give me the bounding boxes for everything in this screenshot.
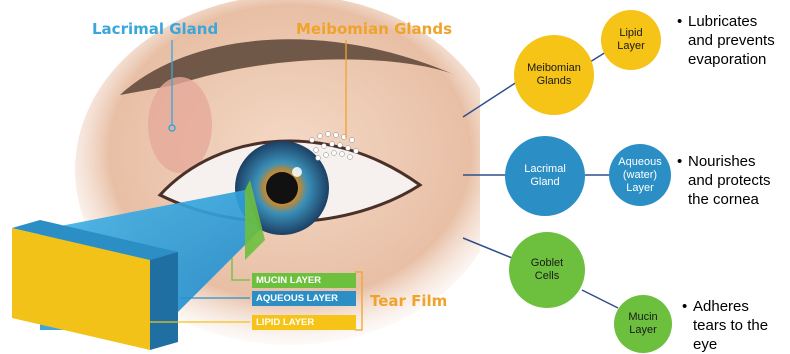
lacrimal-gland-text: Lacrimal Gland <box>524 163 566 189</box>
meibomian-glands-label: Meibomian Glands <box>296 20 452 38</box>
mucin-bullet: • Adheres tears to the eye <box>691 297 768 354</box>
lipid-bullet-text: Lubricates and prevents evaporation <box>686 12 775 69</box>
mucin-bullet-text: Adheres tears to the eye <box>691 297 768 354</box>
meibomian-glands-circle: Meibomian Glands <box>514 35 594 115</box>
tear-film-label: Tear Film <box>370 292 447 310</box>
aqueous-layer-text: Aqueous (water) Layer <box>618 156 661 195</box>
lacrimal-gland-label: Lacrimal Gland <box>92 20 218 38</box>
lipid-layer-circle: Lipid Layer <box>601 10 661 70</box>
mucin-layer-text: Mucin Layer <box>628 311 657 337</box>
aqueous-bullet-text: Nourishes and protects the cornea <box>686 152 771 209</box>
goblet-child-line <box>582 290 618 308</box>
goblet-cells-text: Goblet Cells <box>531 257 563 283</box>
pupil <box>266 172 298 204</box>
goblet-cells-circle: Goblet Cells <box>509 232 585 308</box>
aqueous-layer-circle: Aqueous (water) Layer <box>609 144 671 206</box>
lacrimal-gland-shape <box>148 77 212 173</box>
aqueous-bullet: • Nourishes and protects the cornea <box>686 152 771 209</box>
meibomian-glands-text: Meibomian Glands <box>527 62 581 88</box>
mucin-layer-label: MUCIN LAYER <box>252 273 356 288</box>
lipid-layer-text: Lipid Layer <box>617 27 645 53</box>
lipid-bullet: • Lubricates and prevents evaporation <box>686 12 775 69</box>
aqueous-layer-label: AQUEOUS LAYER <box>252 291 356 306</box>
lacrimal-gland-circle: Lacrimal Gland <box>505 136 585 216</box>
lipid-layer-label: LIPID LAYER <box>252 315 356 330</box>
mucin-layer-circle: Mucin Layer <box>614 295 672 353</box>
